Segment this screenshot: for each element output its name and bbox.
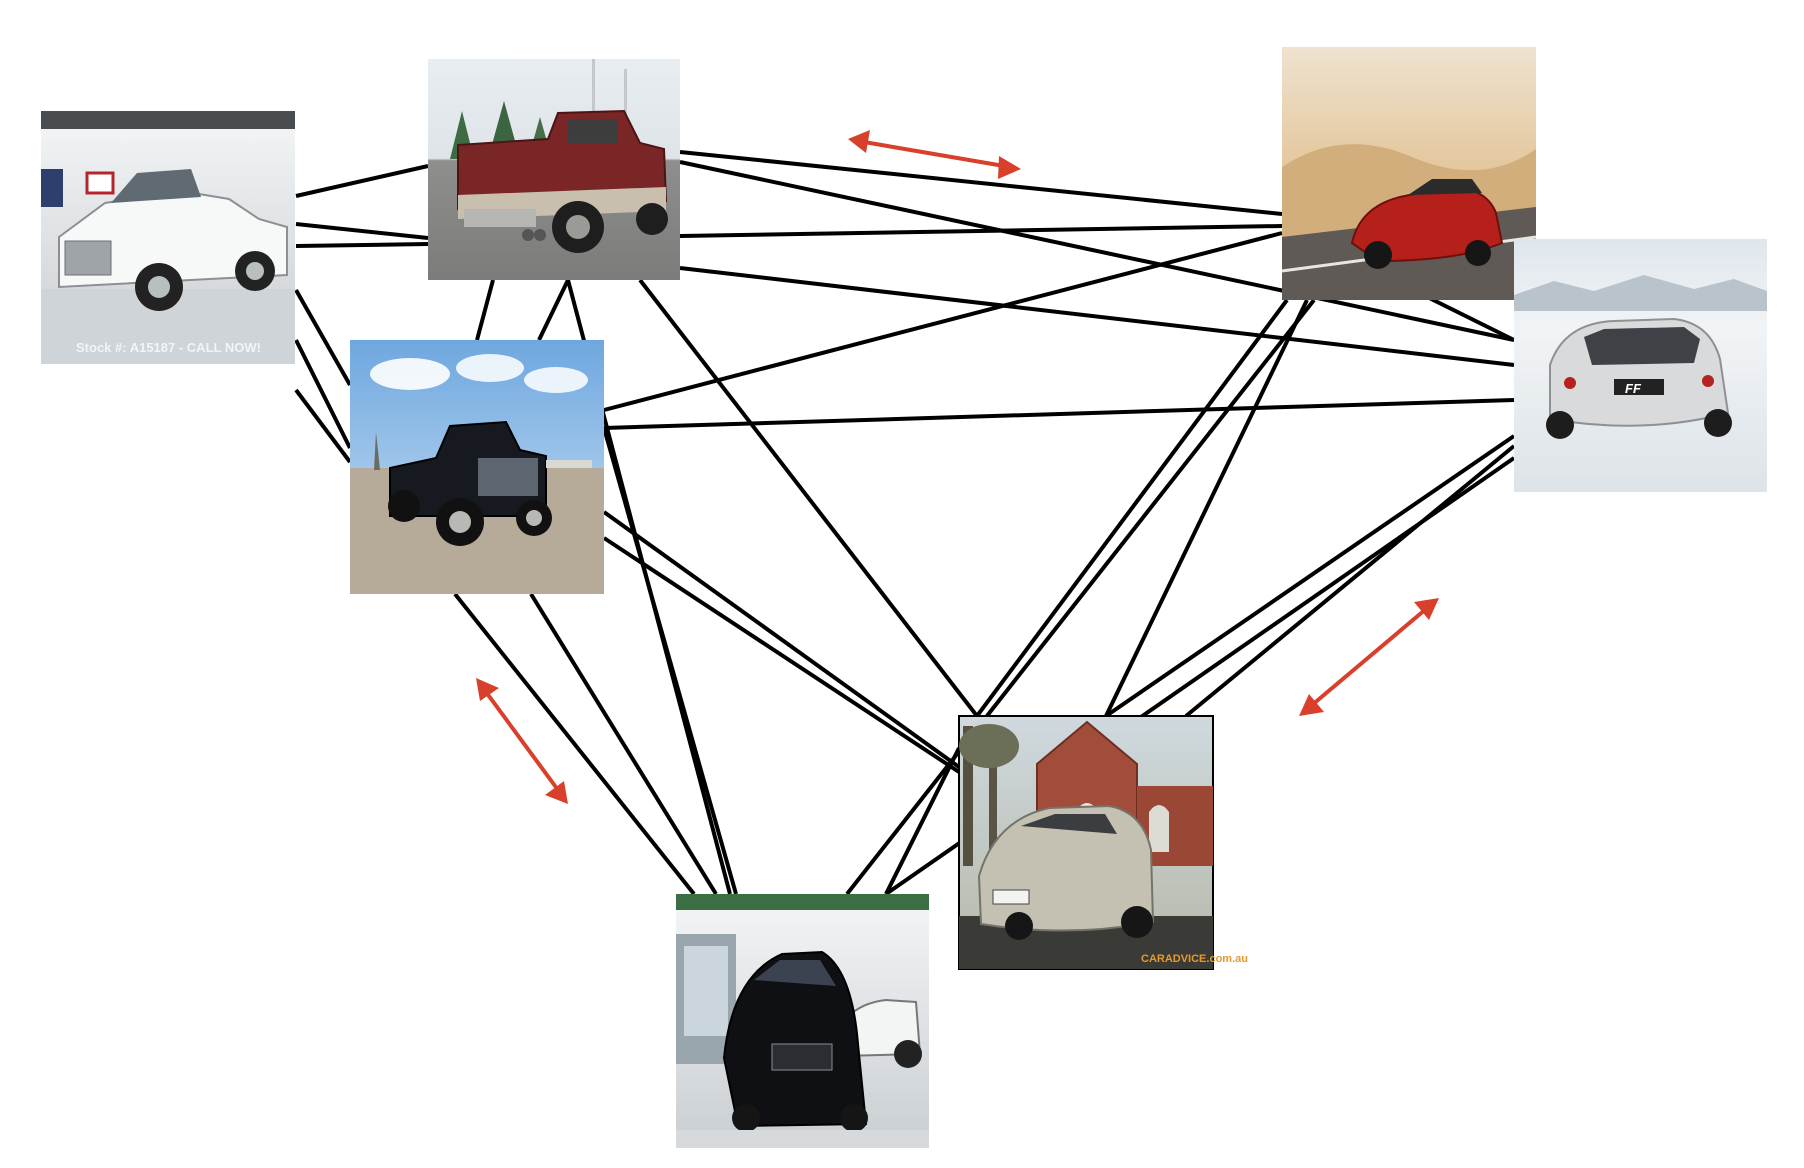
nodes-layer: Stock #: A15187 - CALL NOW! <box>41 47 1767 1148</box>
node-silver-ferrari[interactable]: FF <box>1514 239 1767 492</box>
stock-caption: Stock #: A15187 - CALL NOW! <box>76 340 261 355</box>
edge-black-pickup-silver-ferrari <box>603 398 1515 430</box>
edge-red-pickup-silver-ferrari <box>679 160 1515 342</box>
edge-black-pickup-silver-lancer <box>602 510 961 769</box>
edge-red-ferrari-silver-lancer <box>975 298 1289 718</box>
arrow-top <box>848 130 1021 179</box>
edge-black-pickup-black-lancer <box>602 427 738 895</box>
arrows-layer <box>476 130 1439 804</box>
ff-badge: FF <box>1625 381 1642 396</box>
edge-black-pickup-black-lancer <box>453 592 696 896</box>
edge-black-pickup-silver-lancer <box>602 536 961 774</box>
edge-black-pickup-red-ferrari <box>603 231 1283 412</box>
arrow-right <box>1299 598 1439 716</box>
edge-white-pickup-red-pickup <box>295 164 429 198</box>
edge-white-pickup-red-pickup <box>295 222 429 240</box>
edge-silver-lancer-black-lancer <box>884 747 961 895</box>
edge-red-ferrari-silver-lancer <box>1104 299 1309 717</box>
node-white-pickup[interactable]: Stock #: A15187 - CALL NOW! <box>41 111 295 364</box>
caradvice-watermark: CARADVICE.com.au <box>1141 953 1248 965</box>
edges-layer <box>294 150 1516 896</box>
edge-red-pickup-red-ferrari <box>679 150 1283 216</box>
node-black-lancer[interactable] <box>676 894 929 1148</box>
edge-red-pickup-red-ferrari <box>679 224 1283 238</box>
edge-red-pickup-black-pickup <box>537 279 570 341</box>
edge-red-ferrari-black-lancer <box>845 298 1316 896</box>
edge-white-pickup-red-pickup <box>295 242 429 248</box>
node-black-pickup[interactable] <box>350 340 604 594</box>
edge-black-pickup-black-lancer <box>529 592 718 896</box>
edge-red-pickup-silver-ferrari <box>679 266 1515 367</box>
edge-silver-ferrari-silver-lancer <box>1104 434 1516 718</box>
node-red-ferrari[interactable] <box>1281 47 1537 300</box>
edge-white-pickup-black-pickup <box>294 388 352 464</box>
edge-red-pickup-silver-lancer <box>638 278 979 718</box>
edge-red-pickup-black-pickup <box>475 279 495 341</box>
edge-silver-ferrari-silver-lancer <box>1184 444 1516 718</box>
node-silver-lancer[interactable]: CARADVICE.com.au <box>958 715 1248 970</box>
node-red-pickup[interactable] <box>428 59 680 280</box>
edge-white-pickup-black-pickup <box>294 339 352 449</box>
edge-white-pickup-black-pickup <box>294 289 352 386</box>
arrow-left <box>476 678 568 804</box>
